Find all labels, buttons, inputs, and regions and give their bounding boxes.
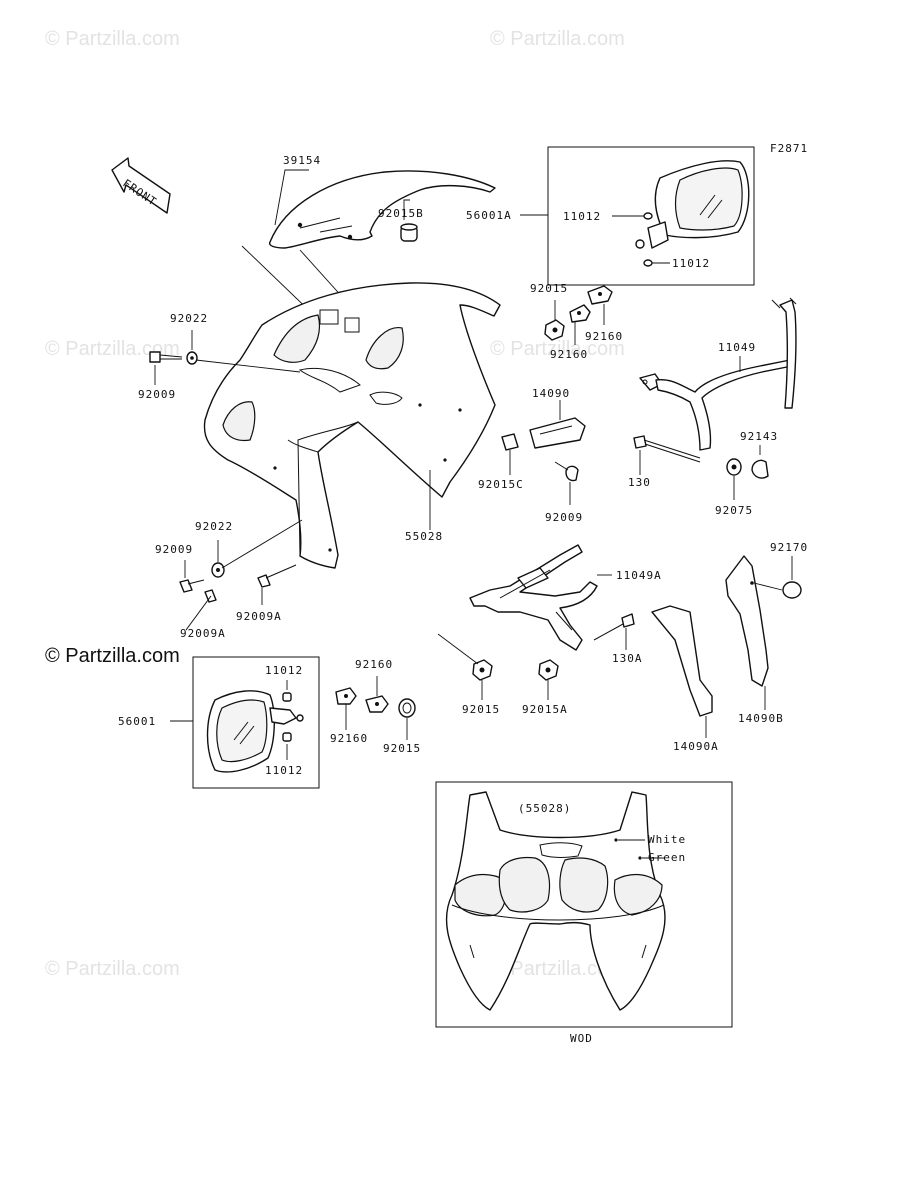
part-label: 11012 xyxy=(265,664,303,677)
part-label: 92015B xyxy=(378,207,424,220)
watermark: © Partzilla.com xyxy=(490,338,625,360)
stay-11049: 11049 xyxy=(639,297,797,451)
watermarks: © Partzilla.com © Partzilla.com © Partzi… xyxy=(45,28,625,980)
upper-cowl: 55028 xyxy=(203,282,501,569)
part-label: 11049 xyxy=(718,341,756,354)
mirror-56001: 56001 11012 11012 xyxy=(118,656,320,789)
part-label: 92015C xyxy=(478,478,524,491)
nut-bushing-top: 92015 92160 92160 xyxy=(530,282,623,361)
bolt-washer-130: 130 92075 92143 xyxy=(628,430,778,517)
washer-bolt-lower: 92022 92009 92009A 92009A xyxy=(155,519,303,640)
part-label: 130 xyxy=(628,476,651,489)
part-label: 92015 xyxy=(462,703,500,716)
part-label: 14090B xyxy=(738,712,784,725)
watermark: © Partzilla.com xyxy=(490,958,625,980)
part-label: 92160 xyxy=(585,330,623,343)
part-label: 130A xyxy=(612,652,643,665)
part-label: 55028 xyxy=(405,530,443,543)
part-label: 92009 xyxy=(545,511,583,524)
part-label: 56001A xyxy=(466,209,512,222)
watermark: © Partzilla.com xyxy=(45,338,180,360)
part-label: 92009A xyxy=(236,610,282,623)
part-label: 14090A xyxy=(673,740,719,753)
part-label: 92160 xyxy=(550,348,588,361)
part-label: 92015 xyxy=(383,742,421,755)
part-label: 92009 xyxy=(138,388,176,401)
part-label: 92160 xyxy=(330,732,368,745)
windshield: 39154 xyxy=(268,154,496,249)
stay-11049A: 11049A xyxy=(469,544,662,651)
watermark: © Partzilla.com xyxy=(490,28,625,50)
front-arrow-icon: FRONT xyxy=(111,157,171,214)
part-label: 11012 xyxy=(563,210,601,223)
inset-caption: WOD xyxy=(570,1032,593,1045)
part-label: 92075 xyxy=(715,504,753,517)
part-label: 92022 xyxy=(195,520,233,533)
bracket-14090: 14090 92015C 92009 xyxy=(478,387,586,524)
covers-14090: 14090A 14090B 92170 xyxy=(651,541,808,753)
watermark: © Partzilla.com xyxy=(45,958,180,980)
inset-box: (55028) White Green WOD xyxy=(435,781,733,1045)
part-label: 92022 xyxy=(170,312,208,325)
part-label: 92009 xyxy=(155,543,193,556)
part-label: 11012 xyxy=(265,764,303,777)
part-label: 92015 xyxy=(530,282,568,295)
part-label: 92170 xyxy=(770,541,808,554)
part-label: 92015A xyxy=(522,703,568,716)
watermark-dark: © Partzilla.com xyxy=(45,645,180,667)
inset-ref: (55028) xyxy=(518,802,571,815)
part-label: 92160 xyxy=(355,658,393,671)
washer-bolt-top: 92022 92009 xyxy=(138,312,301,401)
figure-code: F2871 xyxy=(770,142,808,155)
part-label: 11012 xyxy=(672,257,710,270)
part-label: 92009A xyxy=(180,627,226,640)
color-green-label: Green xyxy=(648,851,686,864)
bushing-nut-lower-left: 92160 92160 92015 xyxy=(330,658,421,755)
part-label: 14090 xyxy=(532,387,570,400)
part-label: 11049A xyxy=(616,569,662,582)
part-label: 39154 xyxy=(283,154,321,167)
part-label: 56001 xyxy=(118,715,156,728)
color-white-label: White xyxy=(648,833,686,846)
watermark: © Partzilla.com xyxy=(45,28,180,50)
part-label: 92143 xyxy=(740,430,778,443)
mirror-56001A: 56001A 11012 11012 xyxy=(466,146,755,286)
grommet-92015B: 92015B xyxy=(378,199,424,242)
nuts-lower: 130A 92015 92015A xyxy=(437,613,643,716)
